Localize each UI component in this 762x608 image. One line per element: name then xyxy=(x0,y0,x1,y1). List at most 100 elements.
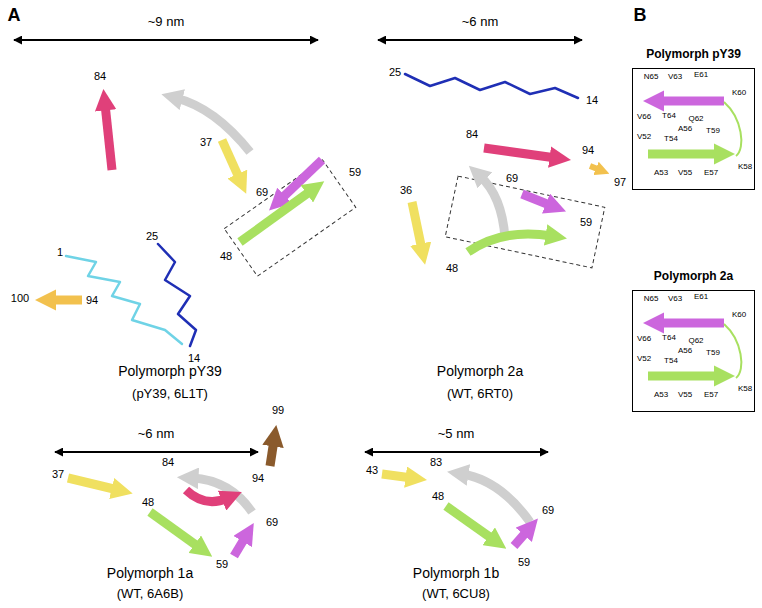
beta-strand xyxy=(590,166,600,170)
residue-box: Polymorph 2aN65V63E61K60V66T64Q62A56T59V… xyxy=(632,290,755,412)
dashed-box xyxy=(445,176,605,268)
dimension-arrow xyxy=(365,451,548,453)
residue-number: 37 xyxy=(200,136,212,148)
residue-number: 48 xyxy=(220,250,232,262)
dimension-label: ~5 nm xyxy=(438,427,475,441)
residue-label: T59 xyxy=(706,349,720,358)
dimension-arrow xyxy=(14,39,318,41)
residue-number: 97 xyxy=(614,176,626,188)
coil-segment xyxy=(405,74,578,98)
residue-label: A56 xyxy=(678,125,692,134)
residue-label: V52 xyxy=(637,355,651,364)
residue-number: 37 xyxy=(52,468,64,480)
residue-number: 59 xyxy=(349,166,361,178)
residue-number: 69 xyxy=(542,504,554,516)
beta-strand xyxy=(484,148,556,158)
residue-number: 100 xyxy=(11,292,29,304)
structure-id: (WT, 6RT0) xyxy=(447,387,513,401)
residue-label: K60 xyxy=(732,89,746,98)
dimension-label: ~9 nm xyxy=(148,15,185,29)
residue-number: 48 xyxy=(446,262,458,274)
beta-strand xyxy=(382,474,412,478)
coil-segment xyxy=(66,256,182,344)
beta-strand xyxy=(176,98,250,152)
residue-number: 94 xyxy=(252,472,264,484)
loop-segment xyxy=(724,324,741,378)
residue-number: 84 xyxy=(466,128,478,140)
loop-segment xyxy=(724,102,741,156)
residue-number: 59 xyxy=(580,216,592,228)
residue-number: 94 xyxy=(582,144,594,156)
beta-strand xyxy=(105,104,112,170)
beta-strand xyxy=(270,440,274,466)
structure-id: (pY39, 6L1T) xyxy=(132,387,208,401)
residue-label: E57 xyxy=(704,169,718,178)
residue-number: 1 xyxy=(57,246,63,258)
residue-label: A53 xyxy=(654,169,668,178)
residue-label: K60 xyxy=(732,311,746,320)
residue-number: 84 xyxy=(94,70,106,82)
residue-label: V66 xyxy=(637,113,651,122)
beta-strand xyxy=(234,536,246,556)
residue-label: N65 xyxy=(644,73,659,82)
residue-label: N65 xyxy=(644,295,659,304)
residue-number: 48 xyxy=(142,496,154,508)
beta-strand xyxy=(522,194,552,206)
beta-strand xyxy=(150,512,200,548)
beta-strand xyxy=(412,202,422,250)
beta-strand xyxy=(446,506,494,540)
residue-box: Polymorph pY39N65V63E61K60V66T64Q62A56T5… xyxy=(632,68,755,190)
structure-id: (WT, 6A6B) xyxy=(117,587,183,601)
residue-label: V63 xyxy=(668,73,682,82)
residue-label: T59 xyxy=(706,127,720,136)
residue-label: T64 xyxy=(662,112,676,121)
beta-strand xyxy=(186,490,228,502)
residue-number: 43 xyxy=(366,464,378,476)
residue-label: V52 xyxy=(637,133,651,142)
residue-number: 99 xyxy=(272,404,284,416)
beta-strand xyxy=(480,176,505,238)
panel-letter: B xyxy=(634,6,647,26)
polymorph-caption: Polymorph 1b xyxy=(413,566,499,581)
dashed-box xyxy=(224,160,356,276)
coil-segment xyxy=(158,244,196,346)
panel-letter: A xyxy=(8,6,21,26)
residue-number: 14 xyxy=(586,94,598,106)
beta-strand xyxy=(658,319,724,328)
beta-strand xyxy=(50,296,82,305)
box-heading: Polymorph 2a xyxy=(654,270,733,283)
residue-label: V55 xyxy=(678,169,692,178)
polymorph-caption: Polymorph pY39 xyxy=(118,364,222,379)
residue-label: V63 xyxy=(668,295,682,304)
residue-label: T54 xyxy=(664,357,678,366)
residue-label: K58 xyxy=(738,163,752,172)
residue-label: K58 xyxy=(738,385,752,394)
residue-number: 94 xyxy=(86,294,98,306)
dimension-arrow xyxy=(378,39,582,41)
residue-label: E61 xyxy=(694,71,708,80)
dimension-arrow xyxy=(55,451,258,453)
residue-label: A53 xyxy=(654,391,668,400)
residue-label: V55 xyxy=(678,391,692,400)
beta-strand xyxy=(648,150,720,159)
residue-number: 84 xyxy=(162,456,174,468)
polymorph-caption: Polymorph 2a xyxy=(437,364,523,379)
residue-number: 69 xyxy=(266,516,278,528)
residue-number: 83 xyxy=(430,456,442,468)
beta-strand xyxy=(648,372,720,381)
dimension-label: ~6 nm xyxy=(462,15,499,29)
beta-strand xyxy=(222,140,240,180)
beta-strand xyxy=(462,474,530,522)
beta-strand xyxy=(68,478,118,490)
residue-label: E57 xyxy=(704,391,718,400)
beta-strand xyxy=(468,234,552,252)
residue-label: T64 xyxy=(662,334,676,343)
structure-id: (WT, 6CU8) xyxy=(422,587,490,601)
residue-label: A56 xyxy=(678,347,692,356)
residue-label: T54 xyxy=(664,135,678,144)
polymorph-caption: Polymorph 1a xyxy=(107,566,193,581)
residue-number: 69 xyxy=(256,186,268,198)
beta-strand xyxy=(240,190,312,242)
residue-label: Q62 xyxy=(688,337,703,346)
